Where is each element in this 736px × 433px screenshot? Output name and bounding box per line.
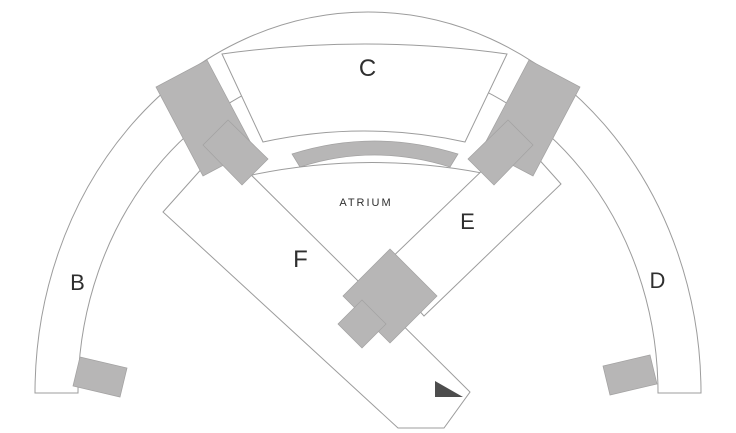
connector-right-tab	[467, 119, 534, 186]
wing-c-block	[221, 43, 508, 143]
wing-d-label: D	[650, 268, 667, 293]
wing-f-label: F	[293, 246, 309, 273]
atrium-label: ATRIUM	[339, 197, 392, 209]
wing-c-label: C	[359, 55, 377, 82]
junction-block-tab	[337, 299, 387, 349]
stage-arc-strip	[291, 140, 459, 168]
ring-end-block-left	[72, 356, 128, 398]
triangle-marker	[435, 381, 463, 397]
wing-e-block	[380, 135, 562, 317]
wing-b-label: B	[70, 270, 86, 295]
wing-f-block	[162, 145, 471, 429]
wing-e-label: E	[460, 209, 476, 234]
atrium-front-arc	[246, 162, 498, 177]
connector-left-tab	[202, 119, 269, 186]
ring-end-block-right	[602, 354, 658, 396]
